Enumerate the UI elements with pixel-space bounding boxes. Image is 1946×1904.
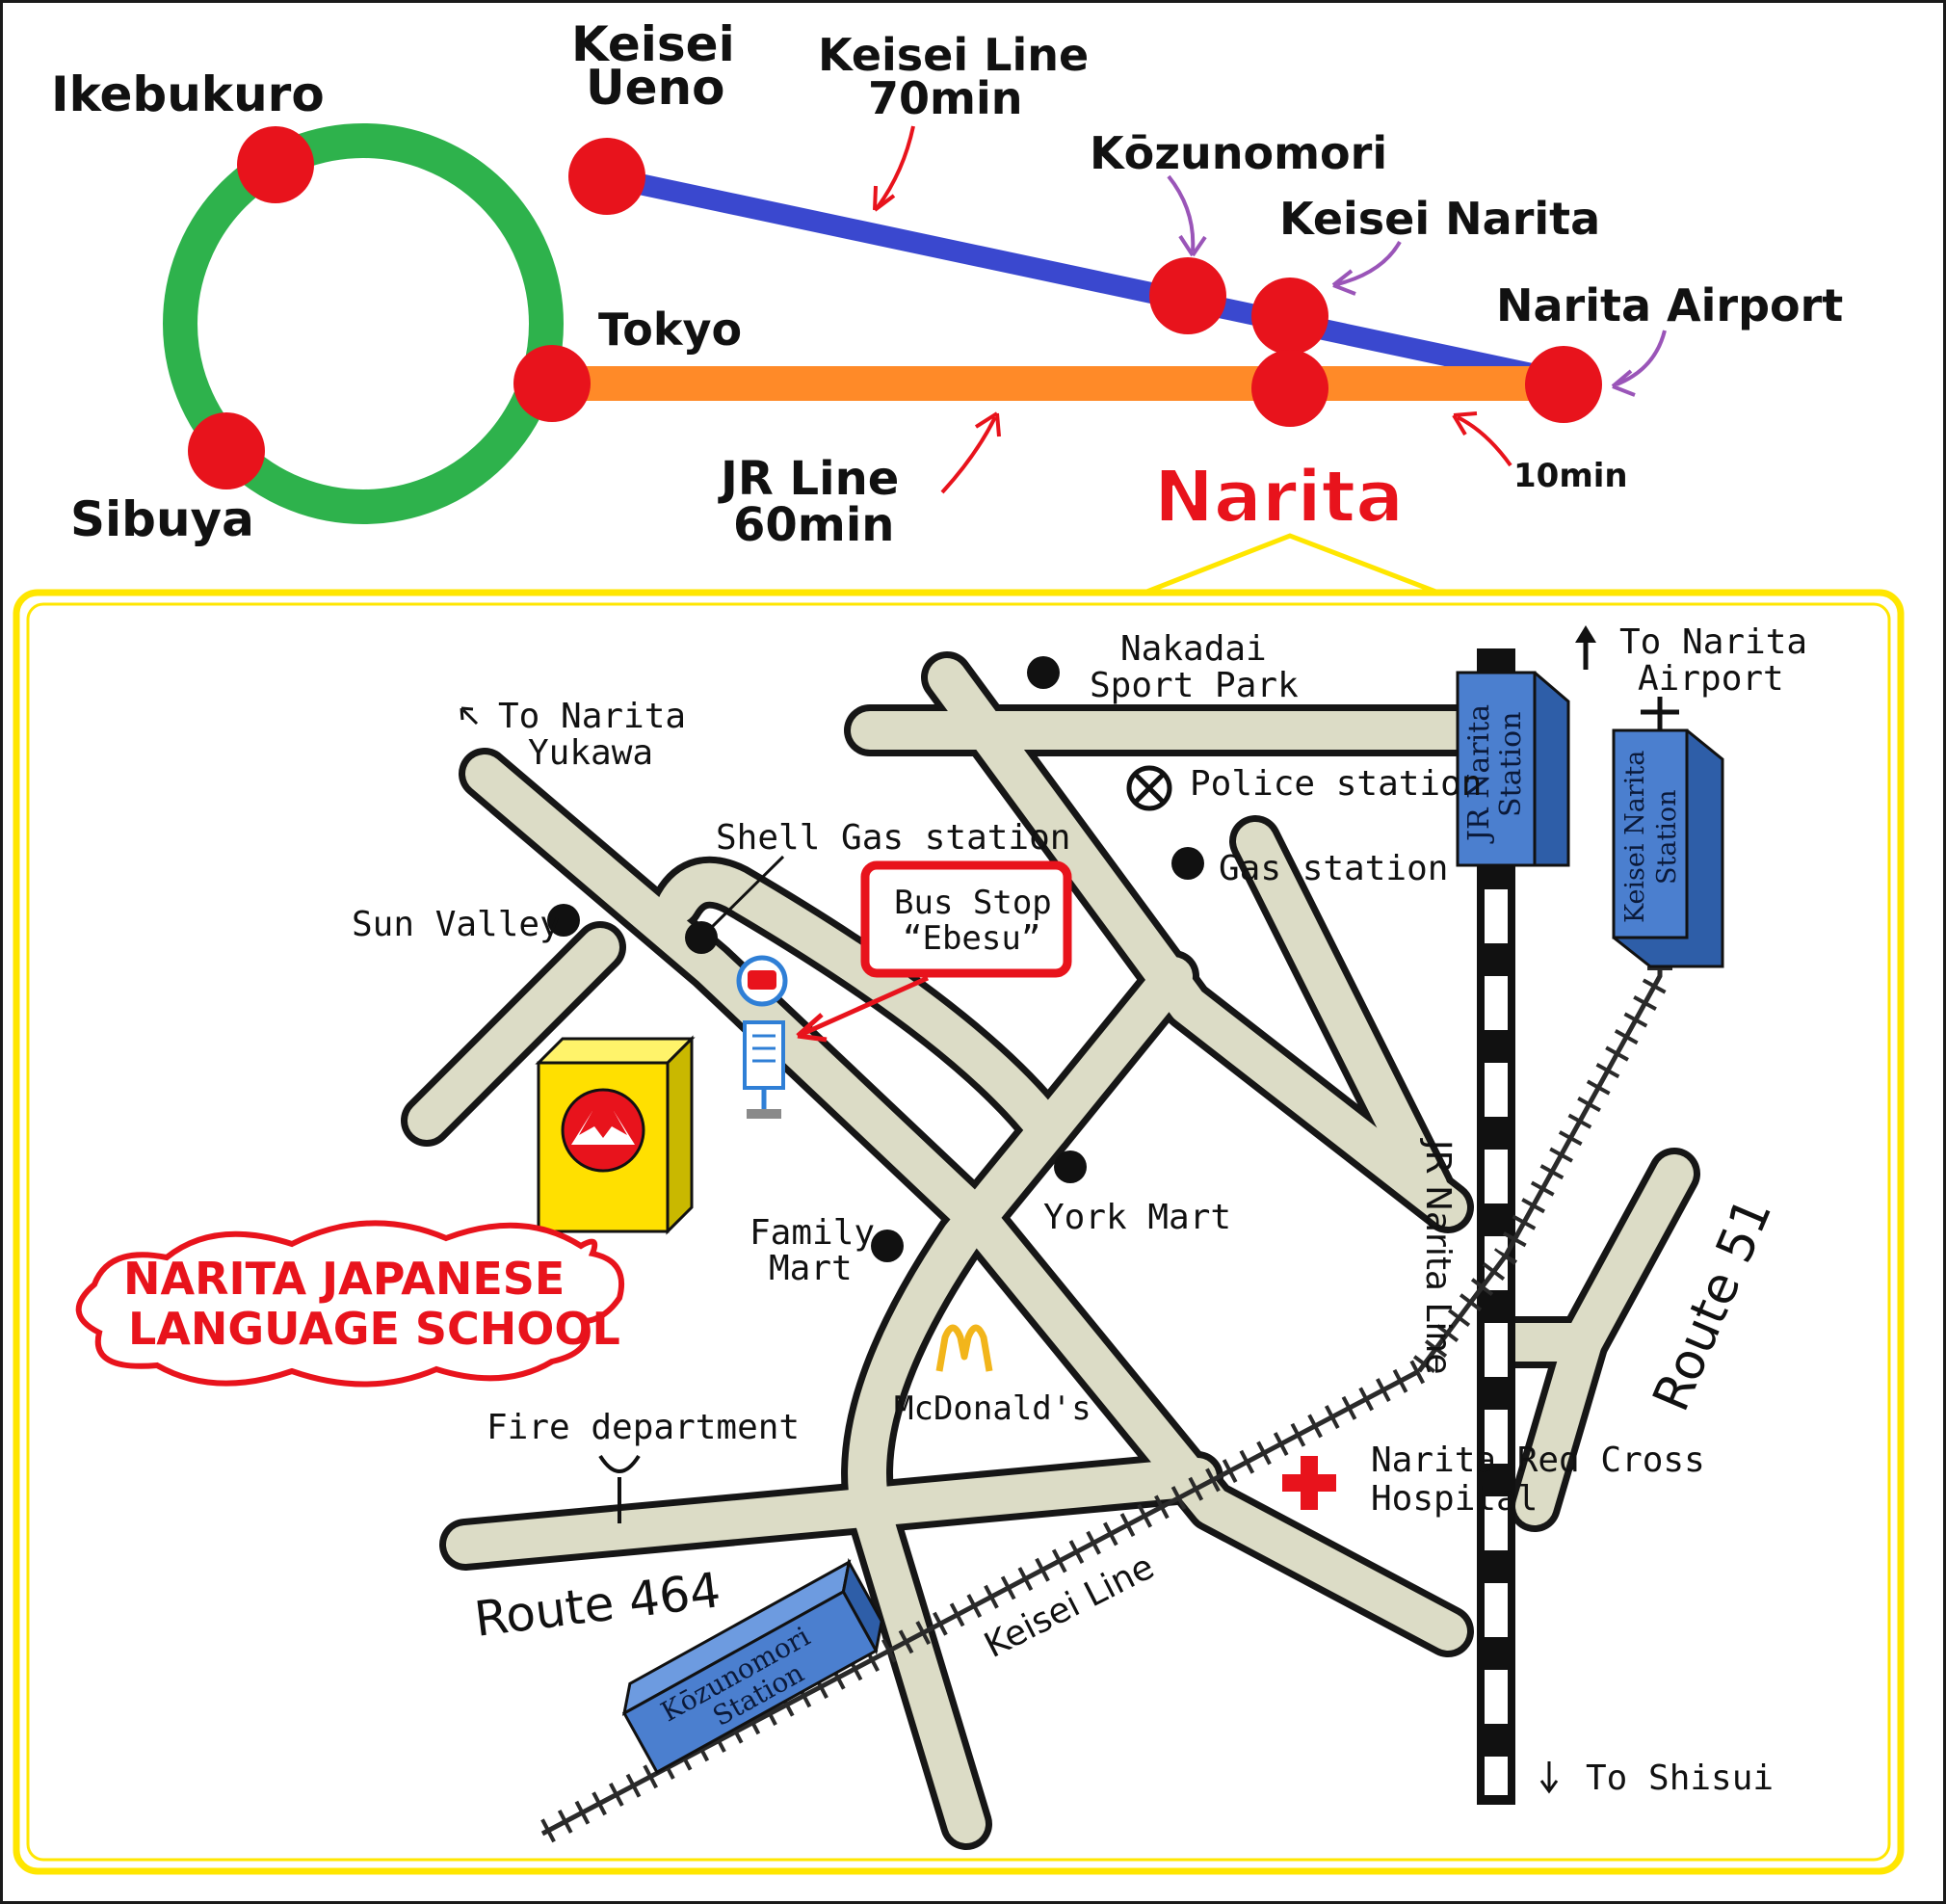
hospital-cross-icon [1282, 1456, 1336, 1510]
label-to-narita-airport-2: Airport [1638, 659, 1784, 699]
label-family-mart-2: Mart [769, 1249, 853, 1288]
fire-department-icon [598, 1454, 641, 1523]
station-dot-ikebukuro [237, 126, 314, 203]
label-gas-station: Gas station [1219, 849, 1448, 888]
label-jr-narita-station-2: Station [1494, 711, 1528, 817]
school-name-cloud: NARITA JAPANESE LANGUAGE SCHOOL [75, 1220, 625, 1388]
arrow-narita-airport [1611, 330, 1667, 397]
mcdonalds-logo-icon [935, 1324, 993, 1372]
dot-gas-station [1171, 847, 1204, 880]
label-nakadai-1: Nakadai [1120, 629, 1267, 669]
label-to-yukawa-1: To Narita [498, 697, 686, 736]
label-shell-gas-station: Shell Gas station [716, 818, 1070, 858]
school-building-icon [535, 1035, 696, 1235]
label-red-cross-2: Hospital [1371, 1479, 1538, 1519]
label-bus-stop-2: “Ebesu” [903, 919, 1040, 958]
label-ikebukuro: Ikebukuro [51, 66, 325, 122]
label-mcdonalds: McDonald's [894, 1389, 1091, 1428]
label-police-station: Police station [1190, 764, 1482, 804]
keisei-narita-station-block: Keisei Narita Station [1612, 728, 1724, 968]
dot-york-mart [1054, 1150, 1087, 1183]
label-keisei-line-name: Keisei Line [818, 29, 1089, 81]
label-narita-area-title: Narita [1154, 456, 1404, 539]
bus-stop-sign-icon [736, 955, 788, 1119]
northwest-arrow-icon [460, 706, 479, 726]
dot-nakadai-sport-park [1027, 656, 1060, 689]
bus-stop-callout: Bus Stop “Ebesu” [796, 860, 1072, 1043]
keisei-line-track [600, 166, 1566, 391]
label-to-narita-airport-1: To Narita [1619, 622, 1807, 662]
station-dot-kozunomori [1149, 257, 1226, 334]
label-york-mart: York Mart [1043, 1198, 1231, 1237]
label-keisei-narita-station-2: Station [1652, 789, 1682, 885]
police-station-icon [1126, 765, 1172, 811]
arrow-keisei-time [873, 125, 915, 212]
dot-family-mart [871, 1230, 904, 1262]
label-sun-valley: Sun Valley [352, 905, 561, 944]
station-dot-tokyo [513, 345, 591, 422]
label-keisei-ueno-line1: Keisei [571, 16, 735, 72]
label-fire-department: Fire department [486, 1408, 800, 1447]
station-dot-sibuya [188, 412, 265, 489]
label-airport-time: 10min [1513, 457, 1628, 495]
north-arrow-icon [1575, 625, 1596, 670]
station-dot-keisei-ueno [568, 138, 645, 215]
yamanote-loop-line [163, 123, 564, 524]
label-bus-stop-1: Bus Stop [894, 884, 1052, 922]
label-keisei-narita-station-1: Keisei Narita [1620, 751, 1650, 923]
south-arrow-icon [1539, 1761, 1559, 1794]
dot-sun-valley [547, 904, 580, 937]
label-school-line2: LANGUAGE SCHOOL [128, 1303, 620, 1355]
arrow-jr-time [940, 411, 1001, 494]
label-family-mart-1: Family [749, 1213, 875, 1253]
label-jr-line-name: JR Line [718, 452, 899, 506]
dot-shell-gas-station [685, 921, 718, 954]
label-narita-airport: Narita Airport [1496, 279, 1843, 331]
access-map: Ikebukuro Keisei Ueno Keisei Line 70min … [13, 16, 1905, 1875]
label-nakadai-2: Sport Park [1090, 666, 1299, 705]
arrow-kozunomori [1167, 174, 1207, 257]
kozunomori-station-block: Kōzunomori Station [621, 1557, 883, 1775]
label-jr-narita-station-1: JR Narita [1462, 704, 1496, 844]
label-kozunomori: Kōzunomori [1090, 127, 1387, 179]
narita-callout-pointer [1144, 533, 1439, 595]
label-to-yukawa-2: Yukawa [528, 733, 653, 773]
map-frame-inner [26, 602, 1891, 1862]
label-red-cross-1: Narita Red Cross [1371, 1441, 1705, 1480]
leader-shell-gas [709, 855, 785, 930]
station-dot-keisei-narita [1251, 278, 1328, 355]
label-school-line1: NARITA JAPANESE [123, 1253, 565, 1305]
station-dot-jr-narita [1251, 350, 1328, 427]
local-map: JR Narita Station Keisei Narita Station … [13, 589, 1905, 1875]
station-dot-narita-airport [1525, 346, 1602, 423]
label-keisei-line-time: 70min [868, 72, 1022, 124]
label-to-shisui: To Shisui [1586, 1759, 1774, 1798]
rail-overview: Ikebukuro Keisei Ueno Keisei Line 70min … [51, 16, 1843, 595]
arrow-keisei-narita [1331, 241, 1402, 296]
label-jr-narita-line: JR Narita Line [1418, 1138, 1458, 1375]
label-sibuya: Sibuya [70, 491, 254, 547]
label-jr-line-time: 60min [733, 498, 894, 552]
label-keisei-ueno-line2: Ueno [586, 60, 724, 116]
road-network [401, 651, 1700, 1850]
label-keisei-narita: Keisei Narita [1279, 193, 1600, 245]
label-tokyo: Tokyo [598, 304, 742, 356]
jr-narita-station-block: JR Narita Station [1456, 671, 1570, 867]
arrow-airport-time [1452, 411, 1512, 467]
